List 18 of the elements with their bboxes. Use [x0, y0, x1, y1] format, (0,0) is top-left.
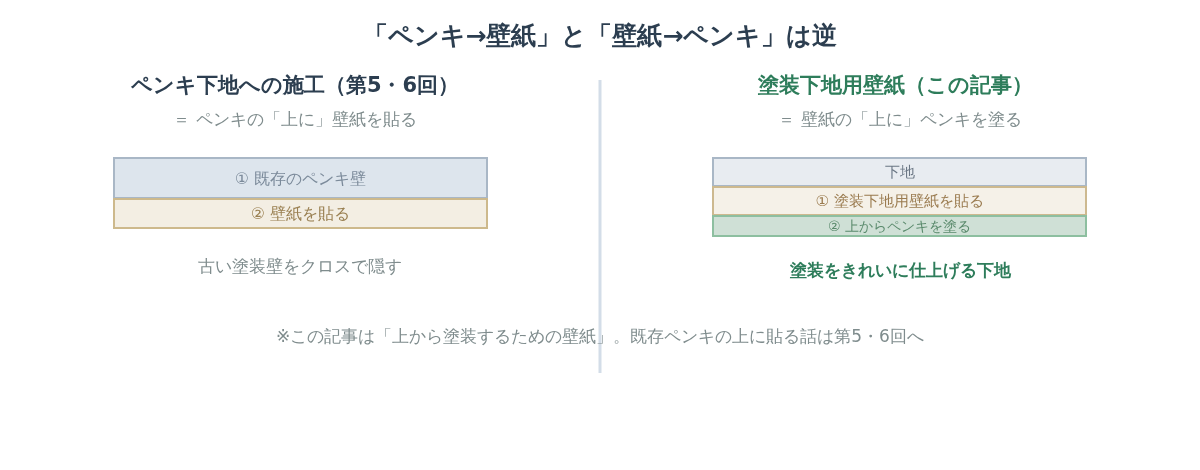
column-subtitle: ＝ ペンキの「上に」壁紙を貼る [173, 108, 417, 130]
layer-label: ① 既存のペンキ壁 [234, 168, 367, 188]
layer-label: ① 塗装下地用壁紙を貼る [815, 192, 984, 210]
layer-label: 下地 [884, 163, 915, 181]
wall-layer [113, 198, 488, 229]
layer-caption: 塗装をきれいに仕上げる下地 [789, 259, 1011, 281]
layer-caption: 古い塗装壁をクロスで隠す [198, 255, 402, 277]
footnote: ※この記事は「上から塗装するための壁紙」。既存ペンキの上に貼る話は第5・6回へ [276, 325, 924, 347]
column-heading: 塗装下地用壁紙（この記事） [757, 71, 1033, 99]
diagram-title: 「ペンキ→壁紙」と「壁紙→ペンキ」は逆 [362, 19, 838, 52]
wall-layer [113, 157, 488, 199]
wall-layer [712, 157, 1087, 187]
column-subtitle: ＝ 壁紙の「上に」ペンキを塗る [778, 108, 1022, 130]
column-heading: ペンキ下地への施工（第5・6回） [130, 71, 460, 99]
layer-label: ② 上からペンキを塗る [828, 217, 971, 235]
wall-layer [712, 215, 1087, 237]
wall-layer [712, 186, 1087, 216]
layer-label: ② 壁紙を貼る [250, 204, 351, 223]
